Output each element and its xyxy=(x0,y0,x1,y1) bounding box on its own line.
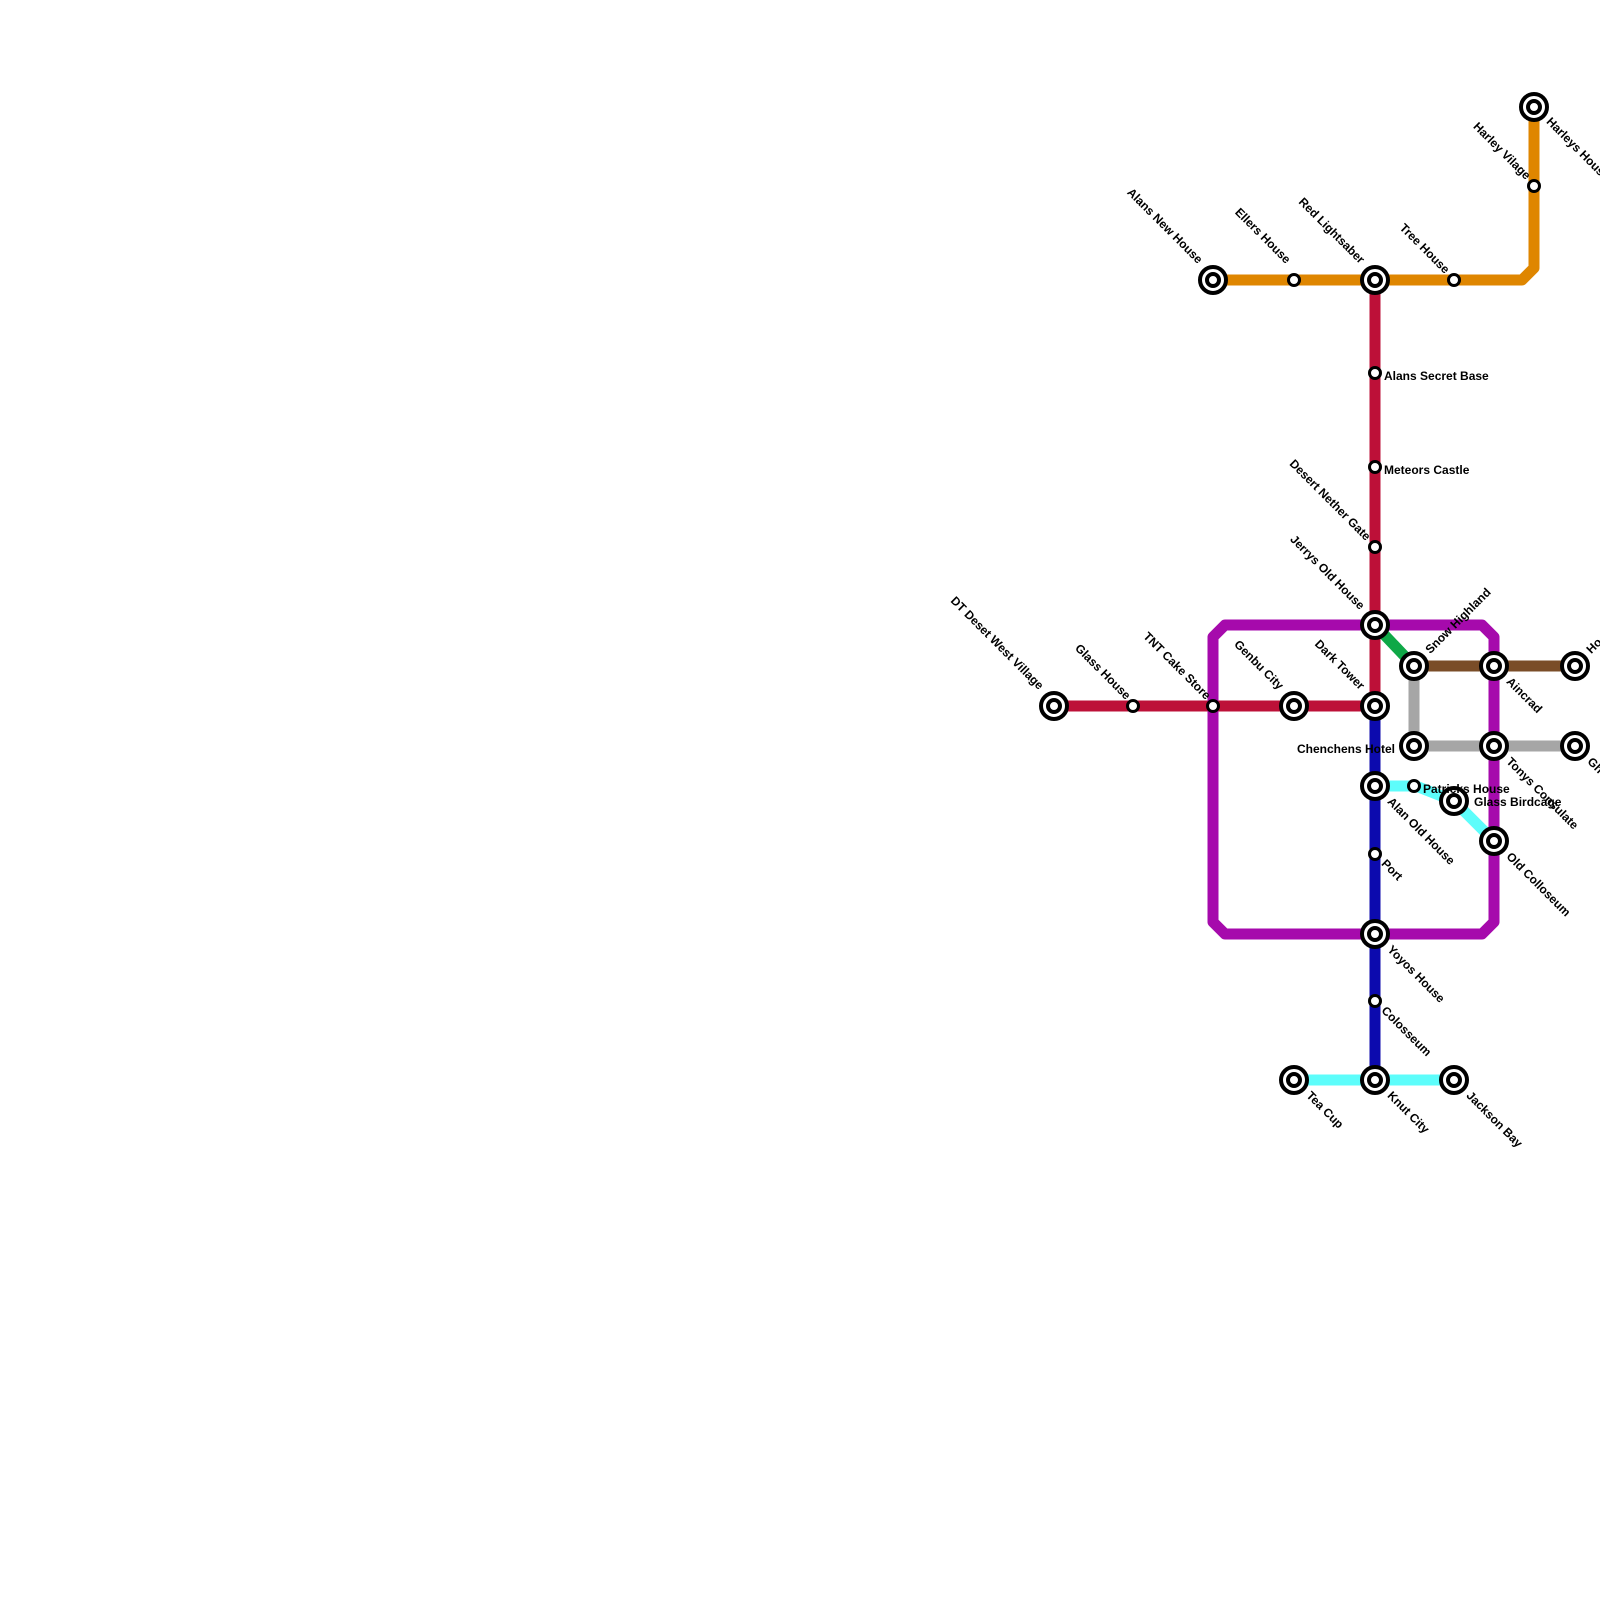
station-patricks-house[interactable] xyxy=(1407,779,1421,793)
station-label-gh: Gh xyxy=(1585,754,1600,776)
station-tonys-consulate[interactable] xyxy=(1479,731,1509,761)
station-tree-house[interactable] xyxy=(1447,273,1461,287)
stop-icon xyxy=(1368,366,1382,380)
station-label-dark-tower: Dark Tower xyxy=(1312,637,1368,693)
station-label-jerrys-old-house: Jerrys Old House xyxy=(1287,532,1367,612)
interchange-core-icon xyxy=(1367,926,1383,942)
interchange-core-icon xyxy=(1486,738,1502,754)
interchange-core-icon xyxy=(1567,658,1583,674)
stop-icon xyxy=(1287,273,1301,287)
station-red-lightsaber[interactable] xyxy=(1360,265,1390,295)
station-label-tnt-cake-store: TNT Cake Store xyxy=(1140,629,1213,702)
station-label-knut-city: Knut City xyxy=(1385,1088,1433,1136)
stop-icon xyxy=(1527,179,1541,193)
purple-line xyxy=(1207,619,1500,940)
station-dark-tower[interactable] xyxy=(1360,691,1390,721)
station-old-colloseum[interactable] xyxy=(1479,826,1509,856)
station-label-ellers-house: Ellers House xyxy=(1232,205,1294,267)
interchange-core-icon xyxy=(1286,1072,1302,1088)
station-label-colosseum: Colosseum xyxy=(1379,1003,1435,1059)
station-label-glass-house: Glass House xyxy=(1072,641,1134,703)
station-label-port: Port xyxy=(1379,856,1406,883)
stop-icon xyxy=(1368,540,1382,554)
station-label-tonys-consulate: Tonys Consulate xyxy=(1504,754,1582,832)
station-gh[interactable] xyxy=(1560,731,1590,761)
interchange-core-icon xyxy=(1367,778,1383,794)
station-desert-nether-gate[interactable] xyxy=(1368,540,1382,554)
interchange-core-icon xyxy=(1205,272,1221,288)
station-aincrad[interactable] xyxy=(1479,651,1509,681)
interchange-core-icon xyxy=(1406,738,1422,754)
station-yoyos-house[interactable] xyxy=(1360,919,1390,949)
station-label-tree-house: Tree House xyxy=(1397,221,1453,277)
interchange-core-icon xyxy=(1286,698,1302,714)
stop-icon xyxy=(1407,779,1421,793)
station-harleys-house[interactable] xyxy=(1519,92,1549,122)
station-label-genbu-city: Genbu City xyxy=(1231,637,1286,692)
station-label-harley-village: Harley Vilage xyxy=(1470,119,1533,182)
station-tea-cup[interactable] xyxy=(1279,1065,1309,1095)
station-label-meteors-castle: Meteors Castle xyxy=(1384,463,1470,477)
station-dt-deset-west-village[interactable] xyxy=(1039,691,1069,721)
station-label-alans-secret-base: Alans Secret Base xyxy=(1384,369,1489,383)
interchange-core-icon xyxy=(1567,738,1583,754)
station-label-harleys-house: Harleys House xyxy=(1544,114,1600,183)
station-label-desert-nether-gate: Desert Nether Gate xyxy=(1287,457,1374,544)
stop-icon xyxy=(1368,460,1382,474)
interchange-core-icon xyxy=(1446,1072,1462,1088)
interchange-core-icon xyxy=(1367,698,1383,714)
station-label-ho: Ho xyxy=(1583,635,1600,656)
station-label-red-lightsaber: Red Lightsaber xyxy=(1296,195,1368,267)
cyan-line-north xyxy=(1375,780,1498,845)
stop-icon xyxy=(1126,699,1140,713)
station-label-yoyos-house: Yoyos House xyxy=(1385,942,1448,1005)
station-label-jackson-bay: Jackson Bay xyxy=(1464,1088,1526,1150)
stop-icon xyxy=(1368,994,1382,1008)
station-alans-secret-base[interactable] xyxy=(1368,366,1382,380)
station-colosseum[interactable] xyxy=(1368,994,1382,1008)
interchange-core-icon xyxy=(1367,617,1383,633)
station-ellers-house[interactable] xyxy=(1287,273,1301,287)
station-ho[interactable] xyxy=(1560,651,1590,681)
interchange-core-icon xyxy=(1486,658,1502,674)
station-label-old-colloseum: Old Colloseum xyxy=(1504,849,1574,919)
station-alans-new-house[interactable] xyxy=(1198,265,1228,295)
station-meteors-castle[interactable] xyxy=(1368,460,1382,474)
station-glass-house[interactable] xyxy=(1126,699,1140,713)
stop-icon xyxy=(1206,699,1220,713)
station-label-aincrad: Aincrad xyxy=(1504,674,1545,715)
stop-icon xyxy=(1447,273,1461,287)
station-jackson-bay[interactable] xyxy=(1439,1065,1469,1095)
station-glass-birdcage[interactable] xyxy=(1439,786,1469,816)
interchange-core-icon xyxy=(1367,1072,1383,1088)
station-label-dt-deset-west-village: DT Deset West Village xyxy=(948,594,1047,693)
interchange-core-icon xyxy=(1446,793,1462,809)
station-knut-city[interactable] xyxy=(1360,1065,1390,1095)
lines-layer xyxy=(1054,107,1575,1086)
station-label-chenchens-hotel: Chenchens Hotel xyxy=(1297,742,1395,756)
interchange-core-icon xyxy=(1526,99,1542,115)
station-genbu-city[interactable] xyxy=(1279,691,1309,721)
station-tnt-cake-store[interactable] xyxy=(1206,699,1220,713)
station-port[interactable] xyxy=(1368,847,1382,861)
interchange-core-icon xyxy=(1367,272,1383,288)
stations-layer xyxy=(1039,92,1590,1095)
station-label-patricks-house: Patricks House xyxy=(1423,782,1510,796)
interchange-core-icon xyxy=(1486,833,1502,849)
station-snow-highland[interactable] xyxy=(1399,651,1429,681)
station-label-glass-birdcage: Glass Birdcage xyxy=(1474,795,1562,809)
station-label-tea-cup: Tea Cup xyxy=(1304,1088,1347,1131)
station-chenchens-hotel[interactable] xyxy=(1399,731,1429,761)
interchange-core-icon xyxy=(1046,698,1062,714)
stop-icon xyxy=(1368,847,1382,861)
station-label-alans-new-house: Alans New House xyxy=(1124,185,1205,266)
station-alan-old-house[interactable] xyxy=(1360,771,1390,801)
station-harley-village[interactable] xyxy=(1527,179,1541,193)
station-jerrys-old-house[interactable] xyxy=(1360,610,1390,640)
interchange-core-icon xyxy=(1406,658,1422,674)
